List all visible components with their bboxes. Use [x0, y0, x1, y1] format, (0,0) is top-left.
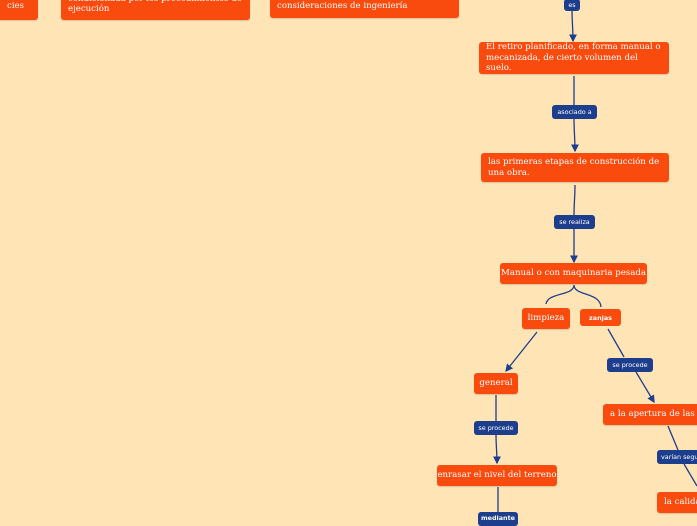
concept-text: es pequeña y no necesita consideraciones… — [277, 0, 408, 11]
concept-text: Manual o con maquinaria pesada — [501, 268, 646, 279]
link-label-se-realiza[interactable]: se realiza — [554, 215, 595, 229]
link-label-zanjas[interactable]: zanjas — [580, 309, 621, 326]
connector-manual-brace — [545, 284, 602, 308]
concept-node-apertura[interactable]: a la apertura de las za — [603, 404, 697, 425]
link-label-es[interactable]: es — [564, 0, 580, 11]
concept-text: la calida — [664, 497, 697, 508]
concept-node-manual-maquinaria[interactable]: Manual o con maquinaria pesada — [500, 263, 647, 284]
connector-varian-to-calidad — [683, 463, 697, 487]
link-label-asociado-a[interactable]: asociado a — [552, 105, 597, 119]
link-text: se procede — [612, 361, 648, 369]
connector-procede-to-enrasar — [493, 434, 501, 465]
concept-node-enrasar[interactable]: enrasar el nivel del terreno — [437, 465, 557, 486]
concept-node-limpieza[interactable]: limpieza — [522, 308, 570, 329]
connector-apertura-to-varian — [667, 425, 679, 451]
connector-es-to-retiro — [569, 9, 577, 43]
concept-text: las primeras etapas de construcción de u… — [488, 157, 660, 178]
concept-text: general — [479, 378, 513, 389]
concept-text: a la apertura de las za — [610, 409, 697, 420]
link-label-varian-segun[interactable]: varían segu — [657, 450, 697, 464]
concept-text: limpieza — [527, 313, 565, 324]
link-label-se-procede-left[interactable]: se procede — [474, 421, 518, 435]
link-text: zanjas — [589, 313, 612, 322]
link-text: se realiza — [559, 218, 590, 226]
link-text: asociado a — [557, 108, 592, 116]
concept-node-condicionada[interactable]: condicionada por los procedimientos de e… — [61, 0, 250, 20]
concept-text: condicionada por los procedimientos de e… — [68, 0, 242, 14]
connector-etapas-to-realiza — [573, 184, 576, 216]
link-text: mediante — [480, 514, 515, 522]
link-text: varían segu — [661, 453, 697, 461]
concept-node-calidad[interactable]: la calida — [657, 492, 697, 513]
link-label-se-procede-right[interactable]: se procede — [607, 358, 653, 372]
connector-procede-to-apertura — [635, 371, 655, 404]
concept-text: cies — [7, 0, 25, 11]
concept-node-primeras-etapas[interactable]: las primeras etapas de construcción de u… — [481, 153, 669, 182]
connector-asociado-to-etapas — [571, 118, 579, 153]
concept-node-partial-left[interactable]: cies — [0, 0, 38, 20]
connector-zanjas-to-procede — [607, 328, 625, 358]
link-label-mediante[interactable]: mediante — [478, 512, 518, 526]
concept-text: enrasar el nivel del terreno — [437, 470, 557, 481]
concept-node-retiro[interactable]: El retiro planificado, en forma manual o… — [479, 42, 669, 74]
connector-limpieza-to-general — [505, 331, 538, 373]
concept-node-general[interactable]: general — [474, 373, 518, 394]
link-text: es — [568, 1, 576, 9]
concept-node-pequena[interactable]: es pequeña y no necesita consideraciones… — [270, 0, 459, 18]
concept-text: El retiro planificado, en forma manual o… — [486, 42, 661, 74]
link-text: se procede — [478, 424, 514, 432]
